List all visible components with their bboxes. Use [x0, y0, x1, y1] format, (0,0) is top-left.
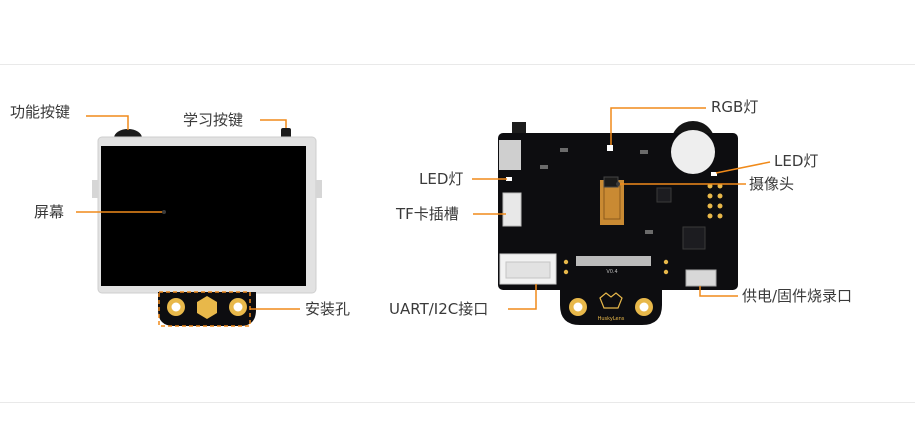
bottom-divider [0, 402, 915, 403]
board-brand-text: HuskyLens [598, 316, 625, 322]
label-rgb-led: RGB灯 [711, 98, 759, 116]
usb-port [685, 269, 717, 287]
back-hole-right-inner [639, 302, 649, 312]
led-left-part [506, 177, 512, 181]
chip-small [656, 187, 672, 203]
leader-uart [508, 284, 537, 310]
label-learn-button: 学习按键 [183, 111, 244, 129]
rgb-led-part [607, 145, 613, 151]
tf-card-slot [502, 192, 522, 227]
logo-hex [197, 296, 217, 319]
label-mounting-hole: 安装孔 [305, 300, 351, 318]
chip-main [682, 226, 706, 250]
camera-lens [603, 176, 619, 188]
top-divider [0, 64, 915, 65]
pin-header [707, 183, 723, 219]
leader-function-button [86, 115, 129, 130]
ribbon-connector [576, 256, 651, 266]
label-tf-slot: TF卡插槽 [396, 205, 459, 223]
smd-part [640, 150, 648, 154]
metal-shield-left [499, 140, 521, 170]
board-version-text: V0.4 [606, 269, 617, 275]
label-led-left: LED灯 [419, 170, 464, 188]
leader-dots [162, 182, 620, 214]
uart-i2c-socket [505, 261, 551, 279]
smd-part [540, 165, 548, 169]
screen-panel [101, 146, 306, 286]
mount-hole-right-inner [233, 302, 243, 312]
leader-rgb [610, 107, 706, 145]
pin-header-bottom [563, 259, 669, 275]
smd-part [645, 230, 653, 234]
label-uart-i2c: UART/I2C接口 [389, 300, 489, 318]
leader-lines [76, 107, 771, 310]
back-view: HuskyLens V0.4 [498, 121, 738, 325]
label-led-right: LED灯 [774, 152, 819, 170]
leader-led-right [715, 161, 771, 174]
mount-hole-left-inner [171, 302, 181, 312]
leader-power [699, 286, 738, 297]
front-view [92, 128, 322, 327]
smd-part [560, 148, 568, 152]
husky-logo [599, 292, 623, 309]
label-camera: 摄像头 [749, 175, 795, 193]
label-function-button: 功能按键 [10, 103, 71, 121]
bezel-tab [316, 180, 322, 198]
back-bottom-tab [560, 288, 662, 325]
back-hole-left-inner [573, 302, 583, 312]
label-screen: 屏幕 [34, 203, 65, 221]
white-round-part [671, 130, 715, 174]
leader-learn-button [260, 119, 287, 128]
bezel-tab [92, 180, 98, 198]
led-right-part [711, 172, 717, 176]
label-power-firmware: 供电/固件烧录口 [742, 287, 853, 305]
